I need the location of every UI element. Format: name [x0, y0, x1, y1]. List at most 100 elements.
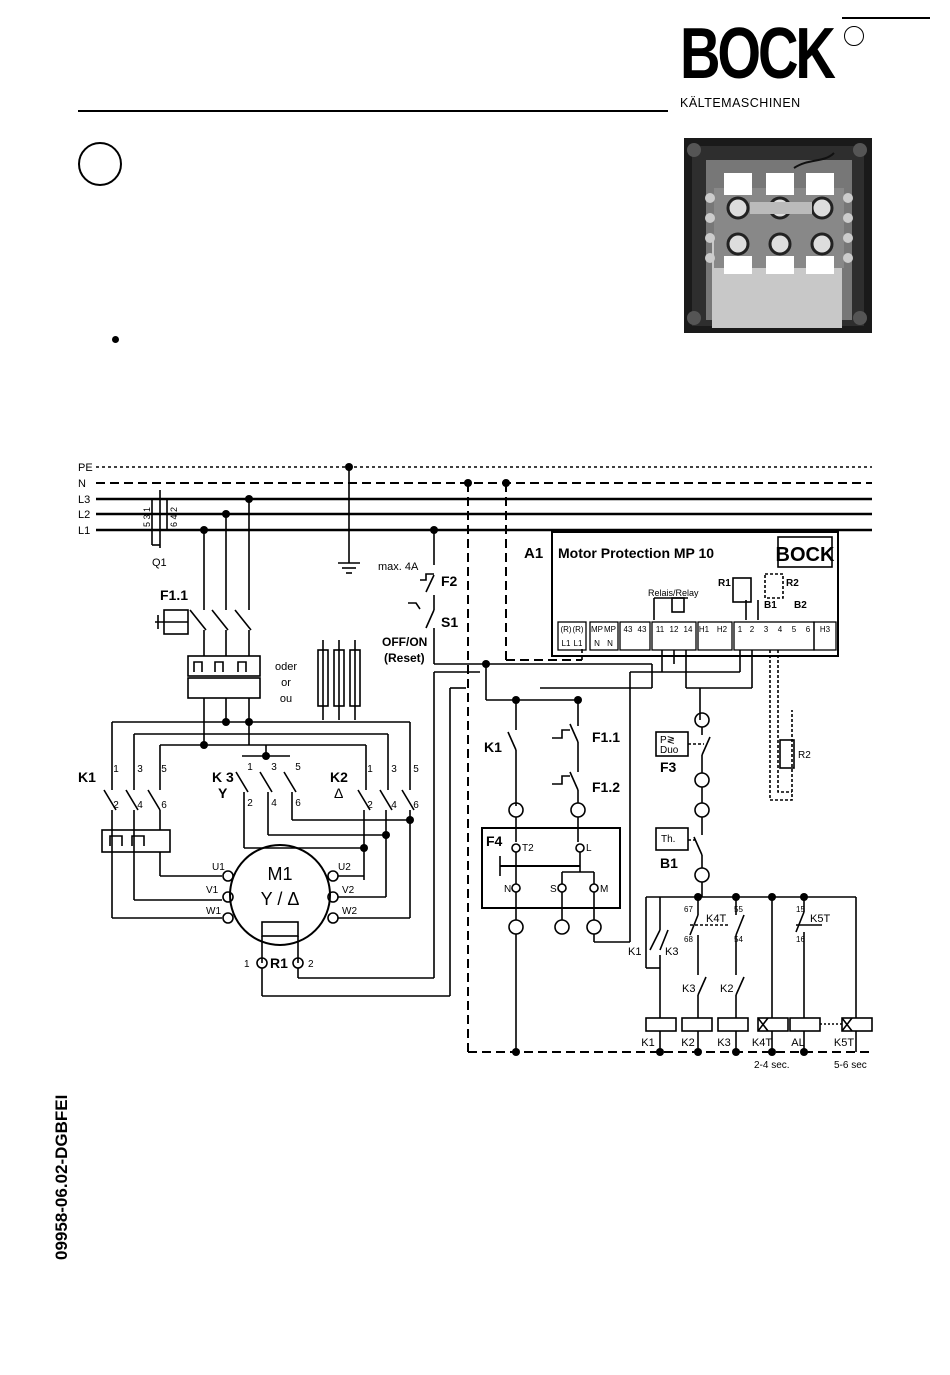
coil-label-0: K1 [641, 1037, 654, 1049]
k3-label: K 3 [212, 769, 234, 785]
contact-bot-0-1: 4 [137, 800, 143, 811]
mp10-terminal-7: 12 [670, 625, 679, 634]
contact-top-0-2: 5 [161, 764, 167, 775]
f4-s: S [550, 884, 557, 895]
c67: 67 [684, 905, 693, 914]
b1-th: Th. [661, 834, 675, 845]
contact-bot-2-1: 4 [391, 800, 397, 811]
w2-label: W2 [342, 906, 357, 917]
coil-label-4: AL [791, 1037, 804, 1049]
mp10-mini-logo: BOCK [776, 544, 835, 566]
k4t-label: K4T [706, 913, 726, 925]
contact-top-0-0: 1 [113, 764, 119, 775]
c16: 16 [796, 935, 805, 944]
mp10-r2: R2 [786, 578, 799, 589]
f4-n: N [504, 884, 511, 895]
mp10-terminal-low-3: N [607, 639, 613, 648]
f2-note: max. 4A [378, 561, 419, 573]
contact-bot-0-0: 2 [113, 800, 119, 811]
mp10-terminal-8: 14 [684, 625, 693, 634]
contact-bot-1-1: 4 [271, 798, 277, 809]
k5t-label: K5T [810, 913, 830, 925]
ctrl-r2-label: R2 [798, 750, 811, 761]
r1-pin1: 1 [244, 959, 250, 970]
a1-label: A1 [524, 545, 543, 562]
k1-label: K1 [78, 769, 96, 785]
terminal-box-photo [684, 138, 872, 333]
f11-ctrl-label: F1.1 [592, 729, 620, 745]
v2-label: V2 [342, 885, 355, 896]
s1-note1: OFF/ON [382, 635, 427, 649]
timer1-note: 2-4 sec. [754, 1060, 790, 1071]
contact-bot-0-2: 6 [161, 800, 167, 811]
f4-t2: T2 [522, 843, 534, 854]
document-id: 09958-06.02-DGBFEI [52, 1094, 71, 1260]
alt-de: oder [275, 661, 297, 673]
mp10-terminal-13: 3 [764, 625, 769, 634]
c55: 55 [734, 905, 743, 914]
ctrl-k1-label: K1 [484, 739, 502, 755]
l1-label: L1 [78, 525, 90, 537]
mp10-terminal-4: 43 [624, 625, 633, 634]
mp10-terminal-14: 4 [778, 625, 783, 634]
k2-contact-b: K2 [720, 983, 733, 995]
contact-top-1-0: 1 [247, 762, 253, 773]
contact-bot-2-2: 6 [413, 800, 419, 811]
contact-top-1-2: 5 [295, 762, 301, 773]
motor-name: M1 [267, 864, 292, 884]
k3-contact-label: K3 [665, 946, 678, 958]
motor-conn: Y / Δ [261, 889, 300, 909]
mp10-terminal-6: 11 [656, 625, 665, 634]
mp10-terminal-16: 6 [806, 625, 811, 634]
f3-duo2: Duo [660, 745, 679, 756]
bullet-icon [112, 336, 119, 343]
f12-label: F1.2 [592, 779, 620, 795]
mp10-terminal-11: 1 [738, 625, 743, 634]
k3-sub: Y [218, 785, 228, 801]
s1-label: S1 [441, 614, 458, 630]
header-rule-right [842, 17, 930, 19]
header-rule [78, 110, 668, 112]
f4-m: M [600, 884, 608, 895]
language-circle-icon [844, 26, 864, 46]
section-circle-icon [78, 142, 122, 186]
contact-top-0-1: 3 [137, 764, 143, 775]
q1-bot-nums: 6 4 2 [169, 507, 179, 527]
contact-top-1-1: 3 [271, 762, 277, 773]
mp10-terminal-9: H1 [699, 625, 710, 634]
f4-l: L [586, 843, 592, 854]
u2-label: U2 [338, 862, 351, 873]
mp10-terminal-15: 5 [792, 625, 797, 634]
mp10-terminal-12: 2 [750, 625, 755, 634]
k2-sub: Δ [334, 785, 343, 801]
alt-fr: ou [280, 693, 292, 705]
mp10-terminal-0: (R) [560, 625, 571, 634]
mp10-terminal-low-0: L1 [562, 639, 571, 648]
w1-label: W1 [206, 906, 221, 917]
mp10-b2: B2 [794, 600, 807, 611]
c68: 68 [684, 935, 693, 944]
contact-bot-1-2: 6 [295, 798, 301, 809]
relay-label: Relais/Relay [648, 588, 699, 598]
r1-pin2: 2 [308, 959, 314, 970]
c15: 15 [796, 905, 805, 914]
q1-top-nums: 5 3 1 [142, 507, 152, 527]
mp10-terminal-low-2: N [594, 639, 600, 648]
k3-contact-b: K3 [682, 983, 695, 995]
b1-label: B1 [660, 855, 678, 871]
f3-duo1: P≷ [660, 735, 675, 746]
contact-top-2-2: 5 [413, 764, 419, 775]
f2-label: F2 [441, 573, 458, 589]
coil-label-2: K3 [717, 1037, 730, 1049]
q1-label: Q1 [152, 557, 167, 569]
k1-contact-label: K1 [628, 946, 641, 958]
mp10-terminal-5: 43 [638, 625, 647, 634]
pe-label: PE [78, 462, 93, 474]
coil-label-3: K4T [752, 1037, 772, 1049]
s1-note2: (Reset) [384, 651, 425, 665]
u1-label: U1 [212, 862, 225, 873]
